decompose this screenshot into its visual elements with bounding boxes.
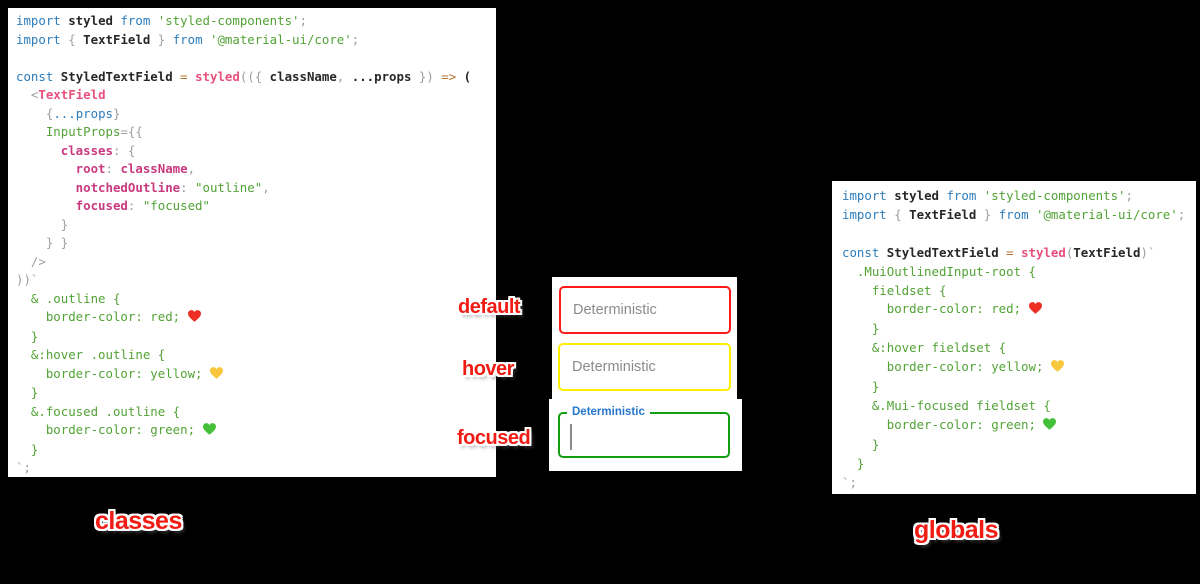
code-line: border-color: yellow; [842, 358, 1196, 378]
code-line: &:hover .outline { [16, 347, 166, 362]
code-line: const StyledTextField = styled(TextField… [842, 244, 1156, 260]
code-line: } [842, 379, 880, 395]
code-line: &:hover fieldset { [842, 340, 1007, 356]
code-line: InputProps={{ [16, 124, 143, 139]
code-line: border-color: red; [842, 300, 1196, 320]
code-line: } [842, 321, 880, 337]
code-line: import styled from 'styled-components'; [842, 188, 1133, 203]
label-globals: globals [914, 516, 999, 544]
code-line: root: className, [16, 161, 196, 176]
code-line: {...props} [16, 105, 121, 121]
code-line: `; [16, 460, 31, 475]
textfield-focused-label: Deterministic [567, 405, 650, 419]
heart-red-emoji [1028, 301, 1042, 320]
code-line: border-color: green; [16, 421, 496, 441]
code-line: const StyledTextField = styled(({ classN… [16, 68, 472, 84]
code-line: } [842, 455, 865, 471]
label-hover: hover [462, 358, 514, 380]
heart-red-emoji [187, 309, 201, 328]
code-line: import { TextField } from '@material-ui/… [842, 206, 1186, 222]
code-line: border-color: red; [16, 308, 496, 328]
code-line: fieldset { [842, 282, 947, 298]
textfield-hover[interactable]: Deterministic [558, 343, 731, 391]
textfield-focused[interactable] [558, 412, 730, 458]
label-default: default [458, 296, 521, 318]
code-line: border-color: green; [842, 416, 1196, 436]
code-line: classes: { [16, 142, 136, 158]
code-line: .MuiOutlinedInput-root { [842, 263, 1036, 279]
code-line: } [16, 216, 69, 232]
code-panel-globals: import styled from 'styled-components'; i… [832, 181, 1196, 494]
heart-green-emoji [202, 422, 216, 441]
code-line: import { TextField } from '@material-ui/… [16, 31, 360, 47]
code-line: } [16, 441, 39, 457]
code-line: /> [16, 253, 46, 269]
heart-yellow-emoji [209, 366, 223, 385]
code-line: focused: "focused" [16, 198, 210, 213]
code-line: } [16, 328, 39, 344]
code-line: } [842, 436, 880, 452]
code-line: border-color: yellow; [16, 365, 496, 385]
heart-yellow-emoji [1050, 359, 1064, 378]
code-line: & .outline { [16, 290, 121, 306]
code-line: import styled from 'styled-components'; [16, 13, 307, 28]
text-cursor [570, 424, 572, 450]
code-line [842, 225, 1196, 244]
code-line: `; [842, 474, 857, 490]
code-line: notchedOutline: "outline", [16, 179, 270, 195]
heart-green-emoji [1043, 417, 1057, 436]
code-panel-classes: import styled from 'styled-components'; i… [8, 8, 496, 477]
code-line: <TextField [16, 87, 106, 102]
label-focused: focused [457, 427, 531, 449]
code-line [16, 49, 496, 68]
code-line: ))` [16, 272, 39, 287]
code-line: } } [16, 235, 69, 250]
textfield-default-placeholder: Deterministic [573, 302, 657, 318]
code-line: &.Mui-focused fieldset { [842, 397, 1051, 413]
code-line: &.focused .outline { [16, 403, 181, 419]
textfield-default[interactable]: Deterministic [559, 286, 731, 334]
code-line: } [16, 385, 39, 400]
label-classes: classes [95, 507, 182, 535]
textfield-hover-placeholder: Deterministic [572, 359, 656, 375]
